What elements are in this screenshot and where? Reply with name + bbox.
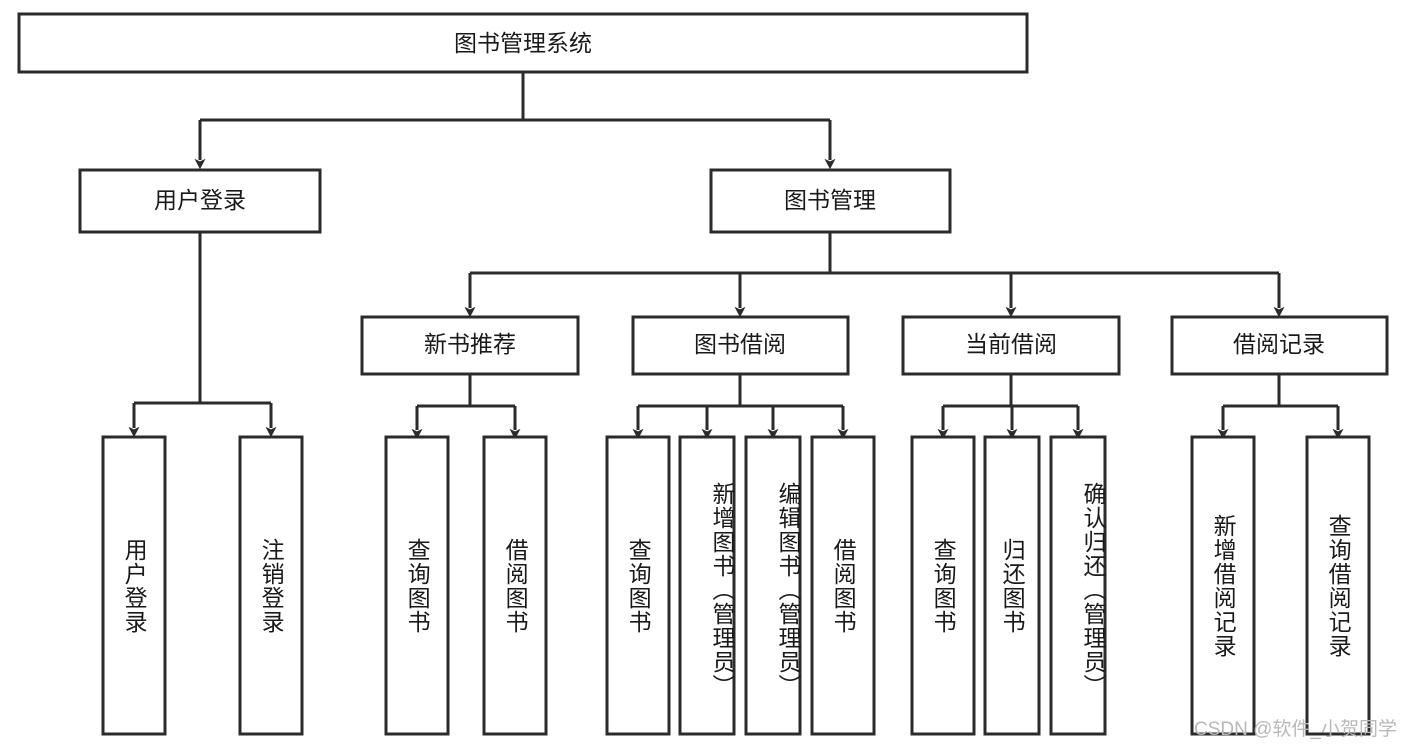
- csdn-watermark: CSDN @软件_小贺同学: [1194, 719, 1397, 740]
- node-book-borrow-label: 图书借阅: [694, 331, 786, 357]
- connector-group-new-book-recommend: [411, 374, 521, 440]
- node-user-login-box[interactable]: [78, 168, 322, 234]
- node-book-management[interactable]: 图书管理: [709, 168, 952, 234]
- node-leaf-query-book-current-box[interactable]: [910, 435, 976, 736]
- node-book-management-label: 图书管理: [784, 187, 876, 213]
- node-new-book-recommend[interactable]: 新书推荐: [360, 315, 580, 376]
- connector-group-book-borrow: [632, 374, 849, 440]
- node-leaf-return-book-box[interactable]: [983, 435, 1041, 736]
- node-user-login-label: 用户登录: [154, 187, 246, 213]
- node-leaf-logout-box[interactable]: [238, 435, 304, 736]
- node-leaf-query-book-borrow-box[interactable]: [605, 435, 671, 736]
- connector-group-user-login: [128, 232, 277, 438]
- node-leaf-add-borrow-record-box[interactable]: [1190, 435, 1256, 736]
- node-user-login[interactable]: 用户登录: [78, 168, 322, 234]
- node-leaf-add-book-admin-box[interactable]: [678, 435, 736, 736]
- node-book-borrow[interactable]: 图书借阅: [631, 315, 850, 376]
- connector-group-book-management: [464, 232, 1285, 318]
- node-leaf-edit-book-admin-box[interactable]: [744, 435, 802, 736]
- node-leaf-query-borrow-record-box[interactable]: [1305, 435, 1371, 736]
- node-root[interactable]: 图书管理系统: [17, 12, 1029, 74]
- node-root-box[interactable]: [17, 12, 1029, 74]
- node-new-book-recommend-label: 新书推荐: [424, 331, 516, 357]
- node-book-borrow-box[interactable]: [631, 315, 850, 376]
- connector-group-current-borrow: [937, 374, 1084, 440]
- node-leaf-borrow-book-box[interactable]: [810, 435, 876, 736]
- node-borrow-record-box[interactable]: [1170, 315, 1389, 376]
- node-leaf-user-login-box[interactable]: [101, 435, 167, 736]
- node-borrow-record-label: 借阅记录: [1233, 331, 1325, 357]
- node-current-borrow-label: 当前借阅: [965, 331, 1057, 357]
- node-borrow-record[interactable]: 借阅记录: [1170, 315, 1389, 376]
- node-leaf-confirm-return-admin-box[interactable]: [1049, 435, 1107, 736]
- node-root-label: 图书管理系统: [454, 30, 592, 56]
- node-book-management-box[interactable]: [709, 168, 952, 234]
- node-current-borrow-box[interactable]: [901, 315, 1121, 376]
- connector-group-root: [194, 72, 836, 170]
- node-leaf-borrow-book-recommend-box[interactable]: [482, 435, 548, 736]
- node-new-book-recommend-box[interactable]: [360, 315, 580, 376]
- node-current-borrow[interactable]: 当前借阅: [901, 315, 1121, 376]
- leaf-boxes: [101, 435, 1371, 736]
- node-leaf-query-book-recommend-box[interactable]: [384, 435, 450, 736]
- connector-group-borrow-record: [1217, 374, 1344, 440]
